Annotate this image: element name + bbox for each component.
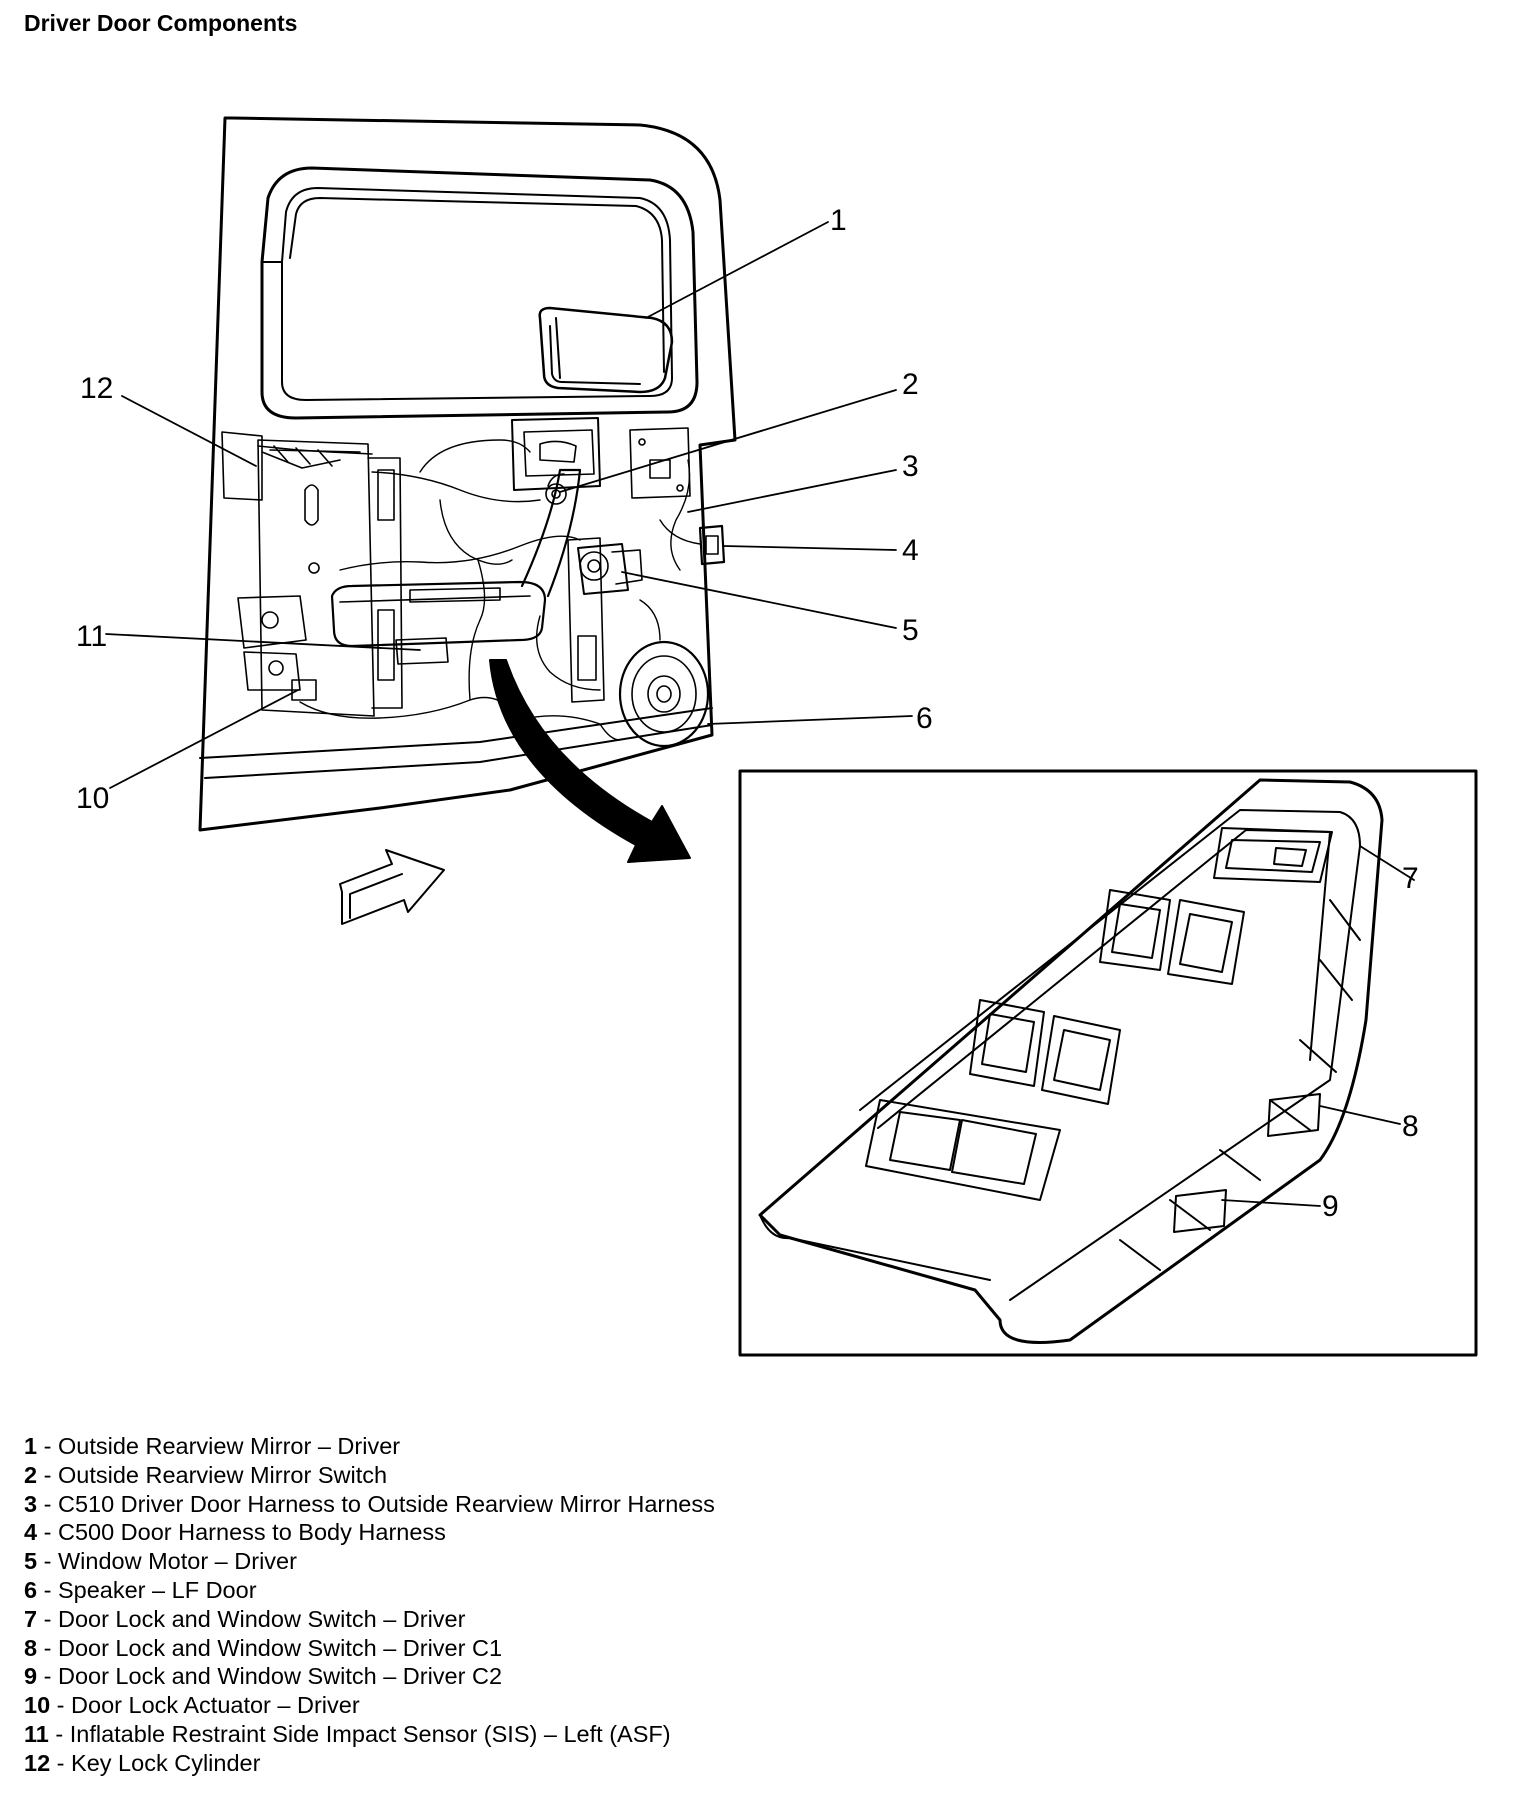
legend-item: 1 - Outside Rearview Mirror – Driver bbox=[24, 1433, 401, 1459]
callout-2: 2 bbox=[902, 368, 919, 401]
page-title: Driver Door Components bbox=[24, 10, 298, 36]
callout-7: 7 bbox=[1402, 862, 1419, 895]
legend-item: 8 - Door Lock and Window Switch – Driver… bbox=[24, 1634, 503, 1661]
callout-4: 4 bbox=[902, 534, 919, 567]
callout-8: 8 bbox=[1402, 1110, 1419, 1143]
callout-3: 3 bbox=[902, 450, 919, 483]
component-legend: 1 - Outside Rearview Mirror – Driver 2 -… bbox=[24, 1432, 715, 1778]
callout-9: 9 bbox=[1322, 1190, 1339, 1223]
callout-6: 6 bbox=[916, 702, 933, 735]
view-direction-arrow bbox=[339, 849, 445, 925]
legend-item: 2 - Outside Rearview Mirror Switch bbox=[24, 1461, 388, 1488]
legend-item: 4 - C500 Door Harness to Body Harness bbox=[24, 1519, 446, 1546]
leader-lines bbox=[105, 221, 1415, 1207]
legend-item: 9 - Door Lock and Window Switch – Driver… bbox=[24, 1663, 503, 1690]
legend-item: 3 - C510 Driver Door Harness to Outside … bbox=[24, 1490, 715, 1517]
curved-pointer-arrow bbox=[489, 659, 691, 863]
legend-item: 6 - Speaker – LF Door bbox=[24, 1576, 257, 1603]
switch-detail-inset-frame bbox=[738, 769, 1478, 1357]
callout-12: 12 bbox=[80, 372, 113, 405]
legend-item: 5 - Window Motor – Driver bbox=[24, 1548, 297, 1575]
callout-1: 1 bbox=[830, 204, 847, 237]
callout-5: 5 bbox=[902, 614, 919, 647]
legend-item: 7 - Door Lock and Window Switch – Driver bbox=[24, 1605, 466, 1632]
door-components-diagram: 1 2 3 4 5 6 7 8 9 10 11 12 bbox=[76, 116, 1478, 1357]
door-inner-hardware bbox=[221, 417, 726, 748]
door-wiring-harness bbox=[299, 439, 701, 741]
legend-item: 10 - Door Lock Actuator – Driver bbox=[24, 1692, 360, 1719]
legend-item: 11 - Inflatable Restraint Side Impact Se… bbox=[24, 1720, 671, 1747]
outside-rearview-mirror bbox=[538, 306, 674, 394]
door-lock-window-switch bbox=[758, 778, 1384, 1344]
callout-11: 11 bbox=[76, 620, 107, 653]
callout-numbers: 1 2 3 4 5 6 7 8 9 10 11 12 bbox=[76, 204, 1419, 1223]
door-panel bbox=[198, 116, 737, 832]
legend-item: 12 - Key Lock Cylinder bbox=[24, 1749, 261, 1776]
callout-10: 10 bbox=[76, 782, 109, 815]
